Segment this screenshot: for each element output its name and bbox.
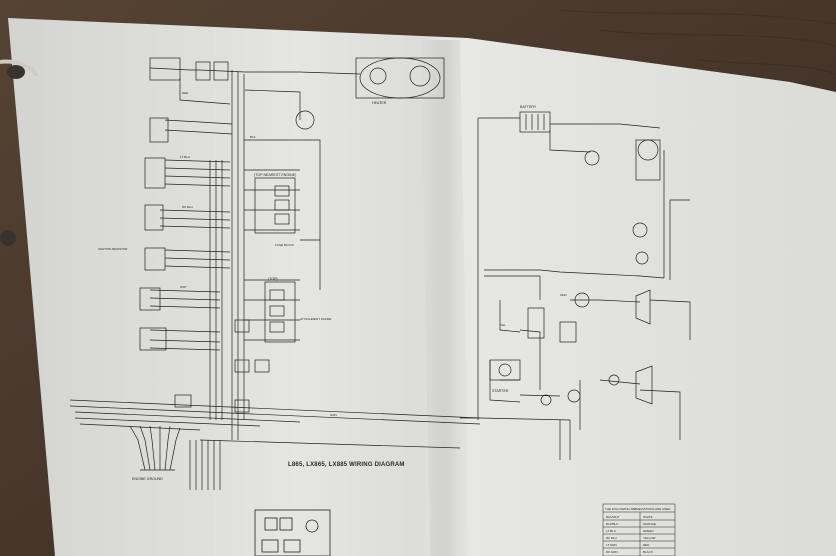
starter-label: STARTER (492, 389, 509, 393)
abbreviation-legend (602, 503, 676, 556)
switch-block (254, 509, 331, 556)
legend-abbr: DK GRN (606, 550, 618, 554)
wire-label: GRN (330, 413, 337, 417)
battery-label: BATTERY (520, 105, 537, 109)
legend-color: GREEN (643, 529, 654, 533)
legend-abbr: DK BLU (606, 536, 617, 540)
top-nearest-engine-label: (TOP NEAREST ENGINE) (254, 173, 296, 177)
right-wiring (460, 117, 691, 460)
heater-label: HEATER (372, 101, 387, 105)
wire-label: YEL (500, 323, 506, 327)
wire-label: WHT (180, 285, 187, 289)
wire-label: RED (182, 91, 189, 95)
wire-label: ORN (560, 293, 567, 297)
left-wiring (69, 67, 481, 490)
paper-sheet (8, 18, 836, 556)
right-components (489, 111, 661, 406)
legend-color: WHITE (643, 515, 653, 519)
legend-abbr: LT BLU (606, 529, 616, 533)
legend-abbr: BLK/WHT (606, 515, 620, 519)
legend-color: RED (643, 543, 650, 547)
paper-fold (420, 40, 470, 556)
legend-title: THE FOLLOWING ABBREVIATIONS ARE USED (605, 507, 671, 511)
top-label: (TOP) (268, 277, 278, 281)
diagram-title: L865, LX865, LX885 WIRING DIAGRAM (288, 462, 405, 468)
engine-ground-label: ENGINE GROUND (132, 477, 163, 481)
legend-abbr: LT GRN (606, 543, 617, 547)
fuse-block-label: FUSE BLOCK (275, 243, 294, 247)
legend-color: ORANGE (643, 522, 656, 526)
attachment-frame-label: ATTACHMENT FRAME (300, 317, 331, 321)
legend-color: BLACK (643, 550, 653, 554)
legend-color: YELLOW (643, 536, 656, 540)
legend-abbr: BLK/BLU (606, 522, 618, 526)
wire-label: LT BLU (180, 155, 190, 159)
wood-grain (559, 9, 836, 75)
wire-label: BLK (250, 135, 256, 139)
ignition-resistor-label: IGNITION RESISTOR (98, 247, 128, 251)
wire-label: DK BLU (182, 205, 193, 209)
binder-ring-icon (0, 59, 38, 246)
left-components (139, 57, 445, 413)
